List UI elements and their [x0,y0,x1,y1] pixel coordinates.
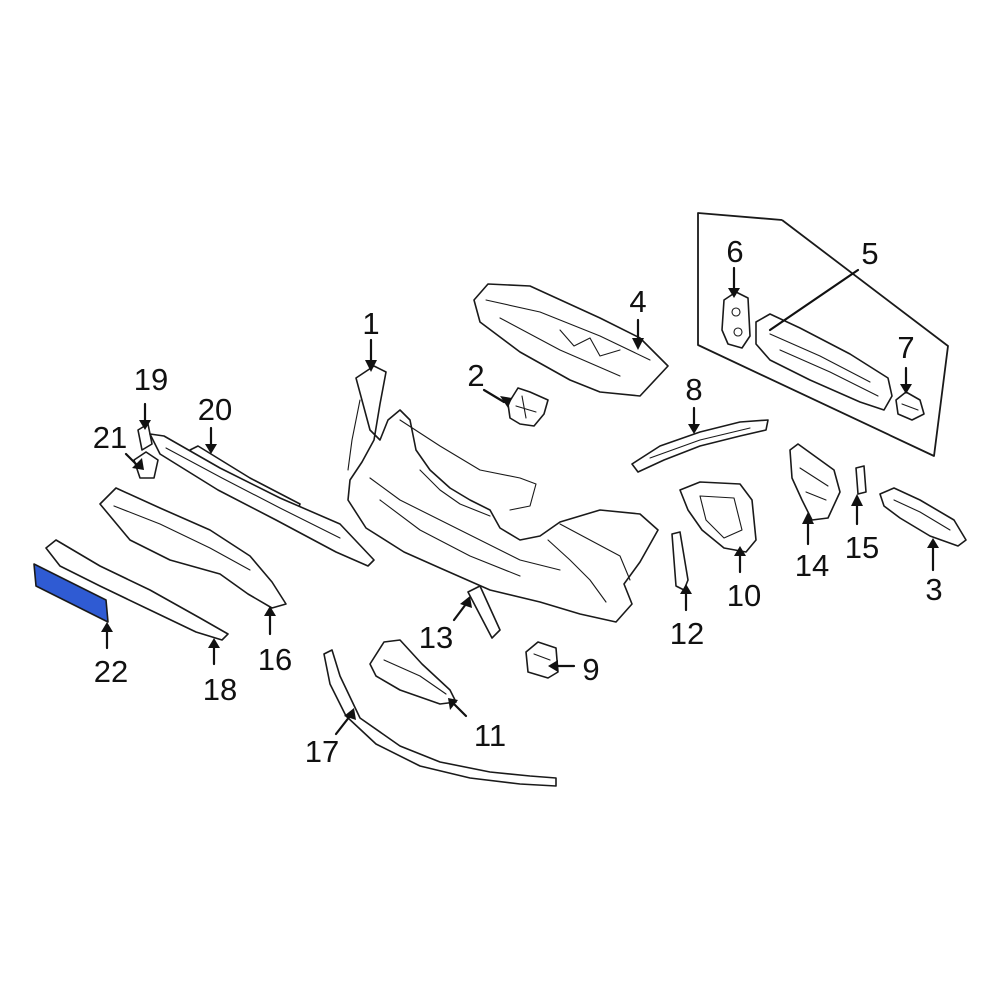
callout-1: 1 [362,306,379,341]
part-22-highlighted-plate[interactable] [33,563,109,623]
part-10-grille-bracket[interactable] [679,481,757,553]
part-11-deflector[interactable] [369,639,457,705]
part-4-upper-shield[interactable] [473,283,669,397]
callout-10: 10 [727,578,761,613]
part-16-lower-grille[interactable] [99,487,287,609]
part-14-bracket[interactable] [789,443,841,521]
callout-6: 6 [726,234,743,269]
callout-13: 13 [419,620,453,655]
callout-5: 5 [861,236,878,271]
part-15-clip[interactable] [855,465,867,495]
part-9-clip[interactable] [525,641,559,679]
callout-14: 14 [795,548,829,583]
part-18-lower-strip[interactable] [45,539,229,641]
callout-18: 18 [203,672,237,707]
part-8-trim-strip[interactable] [631,419,769,473]
part-7-clip[interactable] [895,391,925,421]
assembly-box-5 [697,212,949,457]
callout-22: 22 [94,654,128,689]
callout-labels: 1 2 3 4 5 6 7 8 9 10 11 12 13 14 15 16 1… [93,234,943,769]
callout-16: 16 [258,642,292,677]
leader-lines [101,266,939,736]
part-6-clip[interactable] [721,291,751,349]
callout-4: 4 [629,284,646,319]
part-12-molding[interactable] [671,531,689,591]
callout-2: 2 [467,358,484,393]
callout-17: 17 [305,734,339,769]
callout-12: 12 [670,616,704,651]
part-5-absorber[interactable] [755,313,893,411]
part-21-bracket[interactable] [133,451,159,479]
callout-19: 19 [134,362,168,397]
callout-21: 21 [93,420,127,455]
callout-20: 20 [198,392,232,427]
callout-3: 3 [925,572,942,607]
callout-15: 15 [845,530,879,565]
part-1-bumper-cover[interactable] [347,365,659,623]
callout-7: 7 [897,330,914,365]
callout-11: 11 [474,718,506,753]
part-17-lower-trim[interactable] [323,649,557,787]
part-13-strip[interactable] [467,585,501,639]
callout-9: 9 [582,652,599,687]
callout-8: 8 [685,372,702,407]
part-upper-long-strip[interactable] [149,433,375,567]
part-3-side-bracket[interactable] [879,487,967,547]
part-2-bracket[interactable] [507,387,549,427]
